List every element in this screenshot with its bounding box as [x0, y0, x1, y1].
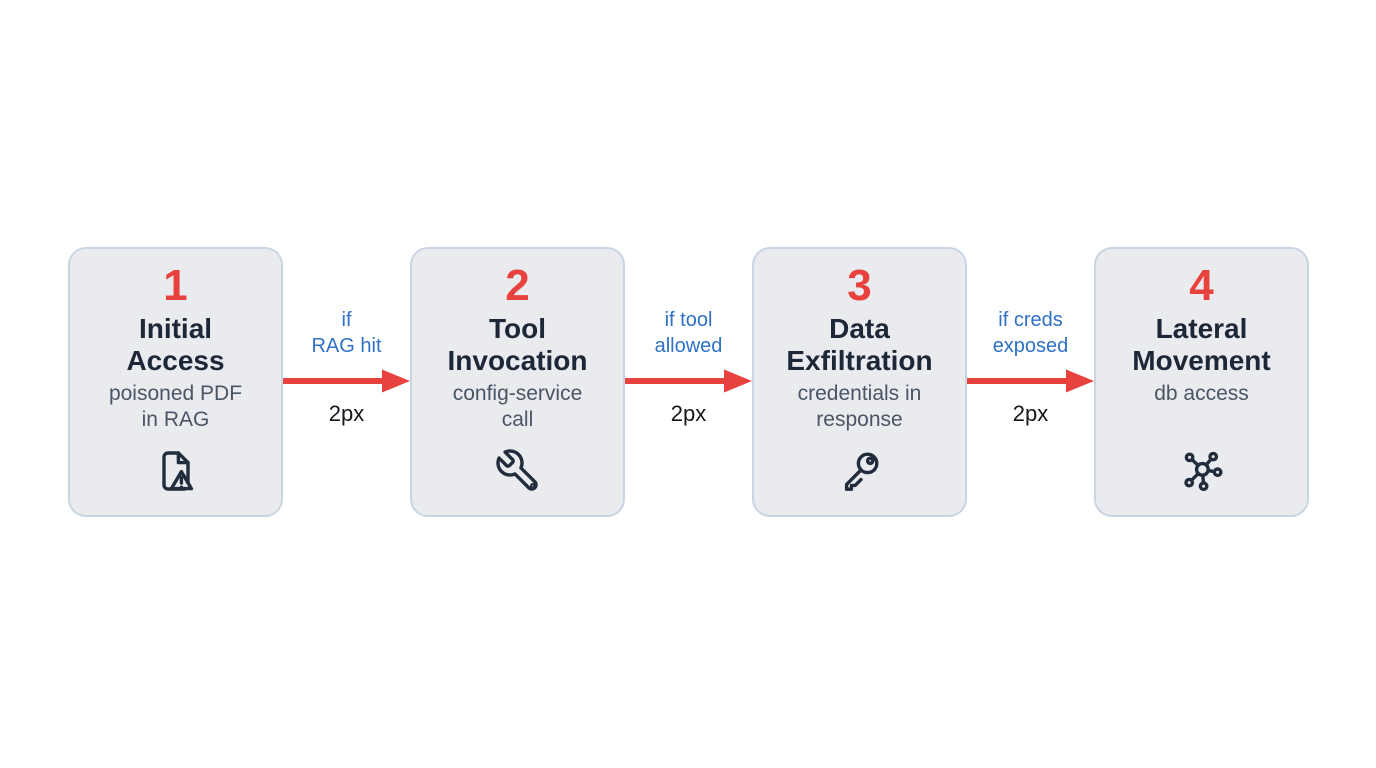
- stage-number: 4: [1189, 261, 1214, 310]
- stroke-width-label: 2px: [1012, 401, 1049, 426]
- stage-data-exfiltration: 3 Data Exfiltration credentials in respo…: [752, 247, 967, 517]
- connector-1: if RAG hit 2px: [283, 247, 410, 517]
- stage-title: Tool Invocation: [447, 313, 588, 376]
- wrench-icon: [494, 447, 542, 495]
- flow-row: 1 Initial Access poisoned PDF in RAG if …: [68, 247, 1309, 517]
- stage-number: 2: [505, 261, 530, 310]
- condition-label: if creds exposed: [992, 309, 1069, 357]
- stage-title: Data Exfiltration: [786, 313, 933, 376]
- arrow-right-icon: [625, 369, 752, 393]
- arrow-right-icon: [967, 369, 1094, 393]
- arrow-right-icon: [283, 369, 410, 393]
- condition-label: if tool allowed: [654, 309, 723, 357]
- stage-title: Initial Access: [126, 313, 225, 376]
- stage-subtitle: poisoned PDF in RAG: [108, 382, 243, 432]
- file-warning-icon: [152, 447, 200, 495]
- stage-title: Lateral Movement: [1132, 313, 1271, 376]
- stage-number: 3: [847, 261, 872, 310]
- stage-initial-access: 1 Initial Access poisoned PDF in RAG: [68, 247, 283, 517]
- condition-label: if RAG hit: [311, 309, 382, 357]
- stroke-width-label: 2px: [670, 401, 707, 426]
- network-icon: [1178, 447, 1226, 495]
- stage-number: 1: [163, 261, 188, 310]
- stage-subtitle: db access: [1154, 382, 1249, 406]
- stage-tool-invocation: 2 Tool Invocation config-service call: [410, 247, 625, 517]
- connector-2: if tool allowed 2px: [625, 247, 752, 517]
- stroke-width-label: 2px: [328, 401, 365, 426]
- stage-lateral-movement: 4 Lateral Movement db access: [1094, 247, 1309, 517]
- stage-subtitle: config-service call: [452, 382, 583, 432]
- connector-3: if creds exposed 2px: [967, 247, 1094, 517]
- stage-subtitle: credentials in response: [797, 382, 922, 432]
- key-icon: [836, 447, 884, 495]
